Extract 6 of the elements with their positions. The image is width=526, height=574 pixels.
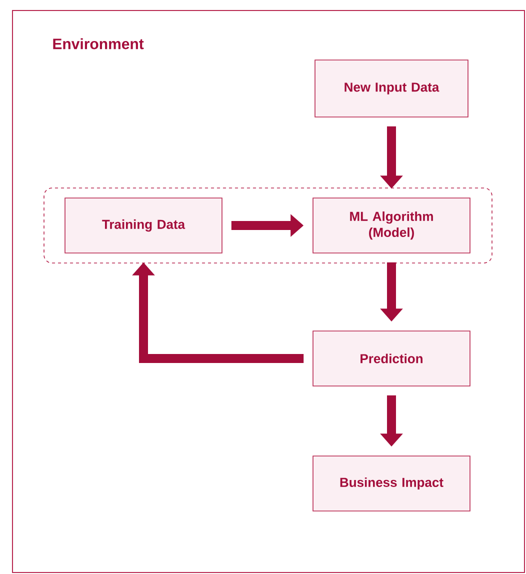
process-box: New Input Data: [314, 60, 468, 118]
process-box: ML Algorithm (Model): [312, 198, 470, 254]
process-box: Prediction: [312, 330, 470, 386]
process-box: Training Data: [64, 198, 222, 254]
dashed-group-box: [44, 188, 492, 264]
process-box: Business Impact: [312, 456, 470, 512]
